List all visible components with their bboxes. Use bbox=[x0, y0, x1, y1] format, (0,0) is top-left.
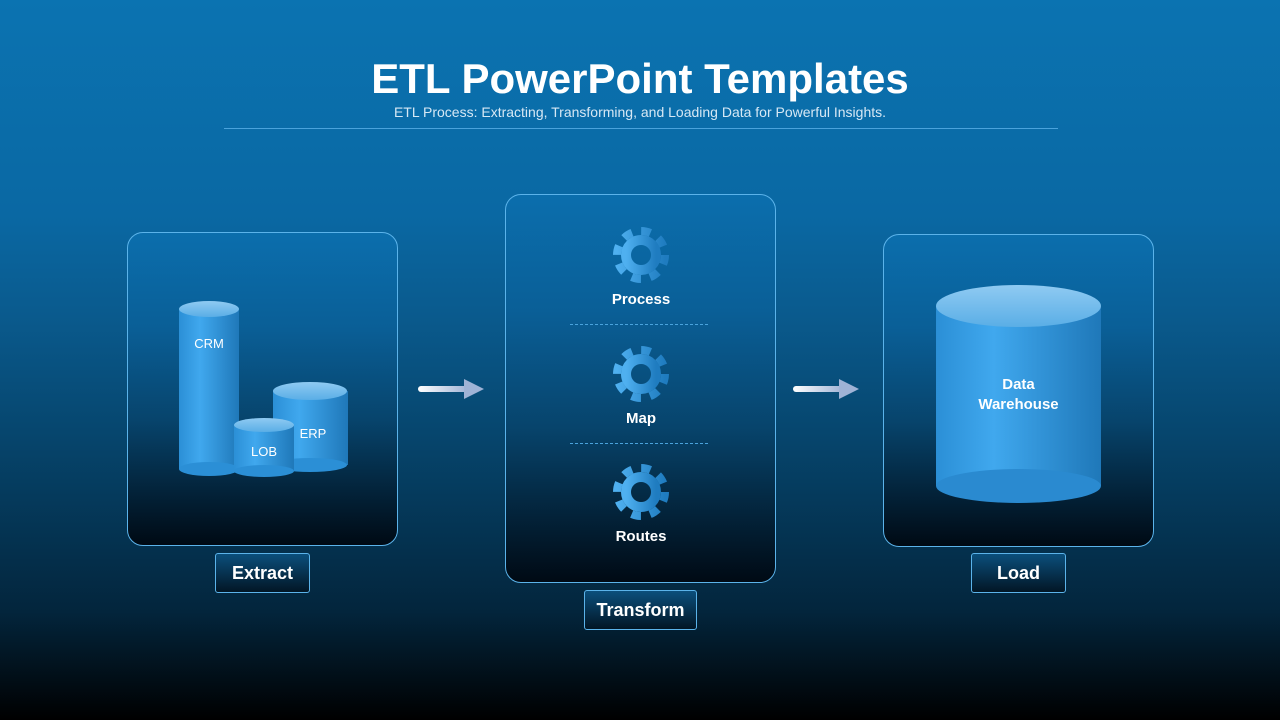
source-lob: LOB bbox=[250, 444, 277, 459]
page-title: ETL PowerPoint Templates bbox=[371, 55, 909, 102]
data-warehouse-icon bbox=[936, 285, 1101, 503]
extract-label: Extract bbox=[215, 553, 310, 593]
step-routes: Routes bbox=[615, 528, 667, 545]
transform-label: Transform bbox=[584, 590, 697, 630]
warehouse-label-line1: Data bbox=[1002, 376, 1035, 393]
divider bbox=[570, 443, 708, 444]
extract-panel: CRM LOB ERP bbox=[127, 232, 398, 546]
title-divider bbox=[224, 128, 1058, 129]
gear-icon bbox=[613, 227, 669, 283]
gear-icon bbox=[613, 464, 669, 520]
arrow-right-icon bbox=[793, 379, 859, 399]
gear-icon bbox=[613, 346, 669, 402]
warehouse-label-line2: Warehouse bbox=[978, 396, 1059, 413]
database-sources-icon bbox=[179, 301, 348, 477]
step-process: Process bbox=[611, 291, 671, 308]
step-map: Map bbox=[626, 410, 656, 427]
divider bbox=[570, 324, 708, 325]
transform-panel: Process Map Routes bbox=[505, 194, 776, 583]
load-panel: Data Warehouse bbox=[883, 234, 1154, 547]
source-crm: CRM bbox=[194, 336, 224, 351]
load-label: Load bbox=[971, 553, 1066, 593]
page-subtitle: ETL Process: Extracting, Transforming, a… bbox=[393, 104, 887, 120]
source-erp: ERP bbox=[299, 426, 327, 441]
arrow-right-icon bbox=[418, 379, 484, 399]
